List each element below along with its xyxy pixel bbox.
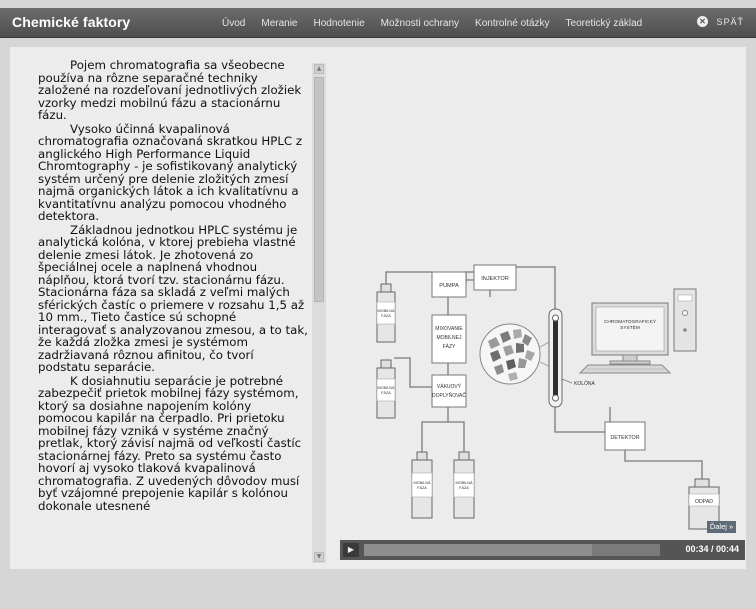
bottle-label-1: MOBILNÁ bbox=[377, 309, 395, 313]
article-paragraph: Vysoko účinná kvapalinová chromatografia… bbox=[38, 121, 303, 223]
detector-label: DETEKTOR bbox=[610, 435, 639, 441]
degasser-box: VÁKUOVÝ DOPLYŇOVAČ bbox=[431, 374, 467, 408]
bottle-label-1: MOBILNÁ bbox=[413, 481, 431, 485]
article-paragraph: K dosiahnutiu separácie je potrebné zabe… bbox=[38, 373, 302, 513]
bottle-label-2: FÁZA bbox=[381, 314, 391, 318]
injector-box: INJEKTOR bbox=[473, 264, 517, 291]
app-title: Chemické faktory bbox=[12, 14, 131, 30]
bottle-label-2: FÁZA bbox=[459, 486, 469, 490]
mobile-phase-bottle: MOBILNÁ FÁZA bbox=[376, 359, 396, 419]
mixing-label-3: FÁZY bbox=[443, 343, 456, 350]
bottle-label-1: MOBILNÁ bbox=[455, 481, 473, 485]
nav-item-hodnotenie[interactable]: Hodnotenie bbox=[313, 17, 365, 29]
nav-item-meranie[interactable]: Meranie bbox=[261, 17, 298, 29]
hplc-diagram-svg: PUMPA INJEKTOR MIXOVANIE MOBILNEJ FÁZY bbox=[376, 264, 720, 530]
scroll-down-arrow-icon[interactable]: ▼ bbox=[314, 552, 324, 562]
mixing-label-2: MOBILNEJ bbox=[436, 335, 462, 341]
bottle-label-2: FÁZA bbox=[381, 391, 391, 395]
mobile-phase-bottle: MOBILNÁ FÁZA bbox=[453, 451, 475, 519]
main-nav: Úvod Meranie Hodnotenie Možnosti ochrany… bbox=[222, 8, 658, 38]
pump-box: PUMPA bbox=[431, 271, 467, 298]
screen-label-1: CHROMATOGRAFICKÝ bbox=[604, 318, 657, 325]
article-text: Pojem chromatografia sa všeobecne použív… bbox=[38, 59, 308, 564]
nav-item-kontrolne-otazky[interactable]: Kontrolné otázky bbox=[475, 17, 550, 29]
mixing-label-1: MIXOVANIE bbox=[435, 326, 463, 332]
column: KOLÓNA bbox=[548, 308, 596, 408]
video-progress-fill bbox=[364, 544, 592, 556]
article-paragraph: Pojem chromatografia sa všeobecne použív… bbox=[38, 59, 302, 122]
computer: CHROMATOGRAFICKÝ SYSTÉM bbox=[578, 288, 697, 374]
detector-box: DETEKTOR bbox=[604, 421, 646, 451]
bottle-label-2: FÁZA bbox=[417, 486, 427, 490]
video-progress-bar[interactable] bbox=[364, 544, 660, 556]
mobile-phase-bottle: MOBILNÁ FÁZA bbox=[411, 451, 433, 519]
article-scrollbar[interactable]: ▲ ▼ bbox=[312, 63, 326, 563]
mobile-phase-bottle: MOBILNÁ FÁZA bbox=[376, 283, 396, 343]
degasser-label-2: DOPLYŇOVAČ bbox=[432, 392, 466, 399]
video-player-controls: ▶ 00:34 / 00:44 bbox=[340, 540, 745, 560]
article-paragraph: Základnou jednotkou HPLC systému je anal… bbox=[38, 222, 308, 374]
nav-item-moznosti-ochrany[interactable]: Možnosti ochrany bbox=[380, 17, 460, 29]
mixing-box: MIXOVANIE MOBILNEJ FÁZY bbox=[431, 314, 467, 364]
back-button[interactable]: ✕ SPÄŤ bbox=[697, 16, 744, 27]
play-icon[interactable]: ▶ bbox=[343, 543, 359, 557]
stationary-phase-magnifier bbox=[479, 323, 552, 385]
column-label: KOLÓNA bbox=[574, 380, 596, 387]
nav-item-uvod[interactable]: Úvod bbox=[222, 17, 246, 29]
top-navigation-bar: Chemické faktory Úvod Meranie Hodnotenie… bbox=[0, 8, 756, 38]
back-label: SPÄŤ bbox=[716, 16, 744, 27]
next-button[interactable]: Ďalej » bbox=[707, 521, 736, 533]
waste-label: ODPAD bbox=[695, 499, 713, 505]
nav-item-teoreticky-zaklad[interactable]: Teoretický základ bbox=[565, 17, 643, 29]
injector-label: INJEKTOR bbox=[481, 276, 509, 282]
scroll-up-arrow-icon[interactable]: ▲ bbox=[314, 64, 324, 74]
close-icon: ✕ bbox=[697, 16, 709, 27]
video-time: 00:34 / 00:44 bbox=[685, 544, 739, 554]
pump-label: PUMPA bbox=[439, 283, 459, 289]
hplc-diagram: PUMPA INJEKTOR MIXOVANIE MOBILNEJ FÁZY bbox=[340, 47, 746, 539]
screen-label-2: SYSTÉM bbox=[620, 324, 640, 331]
scroll-thumb[interactable] bbox=[314, 77, 324, 302]
bottle-label-1: MOBILNÁ bbox=[377, 386, 395, 390]
content-panel: Pojem chromatografia sa všeobecne použív… bbox=[10, 47, 746, 569]
degasser-label-1: VÁKUOVÝ bbox=[437, 383, 462, 390]
